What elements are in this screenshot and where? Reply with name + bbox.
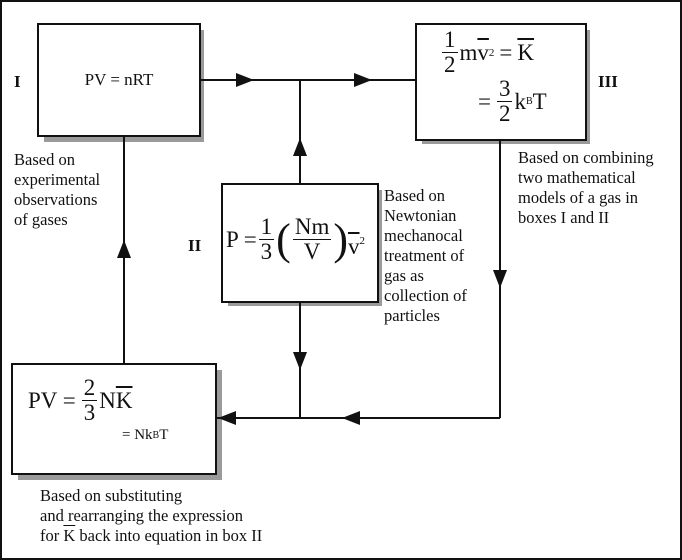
box-I-equation: PV = nRT — [84, 70, 154, 89]
note-line: observations — [14, 190, 98, 209]
box-II-label: II — [188, 236, 202, 255]
box-IV — [11, 363, 217, 475]
note-line: gas as — [384, 266, 424, 285]
arrow-right-1 — [236, 73, 254, 87]
arrow-up-II — [293, 138, 307, 156]
right-paren: ) — [333, 215, 348, 264]
note-line: models of a gas in — [518, 188, 639, 207]
note-line: of gases — [14, 210, 68, 229]
arrow-down-II — [293, 352, 307, 370]
box-III-label: III — [598, 72, 618, 91]
box-I-note: Based on experimental observations of ga… — [14, 150, 100, 230]
note-line: collection of — [384, 286, 467, 305]
note-line: two mathematical — [518, 168, 636, 187]
arrowheads — [117, 73, 507, 425]
note-line: experimental — [14, 170, 101, 189]
note-line: Based on — [384, 186, 445, 205]
note-line: and rearranging the expression — [40, 506, 243, 525]
arrow-right-2 — [354, 73, 372, 87]
note-line: Based on combining — [518, 148, 654, 167]
box-I-label: I — [14, 72, 21, 91]
arrow-up-I — [117, 240, 131, 258]
note-line: treatment of — [384, 246, 465, 265]
box-II-note: Based on Newtonian mechanocal treatment … — [384, 186, 467, 326]
arrow-left-IV — [218, 411, 236, 425]
arrow-down-III — [493, 270, 507, 288]
note-line: for K back into equation in box II — [40, 526, 263, 545]
box-IV-note: Based on substituting and rearranging th… — [40, 486, 262, 546]
note-line: mechanocal — [384, 226, 463, 245]
box-III-note: Based on combining two mathematical mode… — [518, 148, 654, 228]
note-line: boxes I and II — [518, 208, 610, 227]
left-paren: ( — [276, 215, 291, 264]
box-I — [37, 23, 201, 137]
note-line: Newtonian — [384, 206, 457, 225]
arrow-left-1 — [342, 411, 360, 425]
note-line: Based on substituting — [40, 486, 183, 505]
note-line: particles — [384, 306, 440, 325]
note-line: Based on — [14, 150, 75, 169]
